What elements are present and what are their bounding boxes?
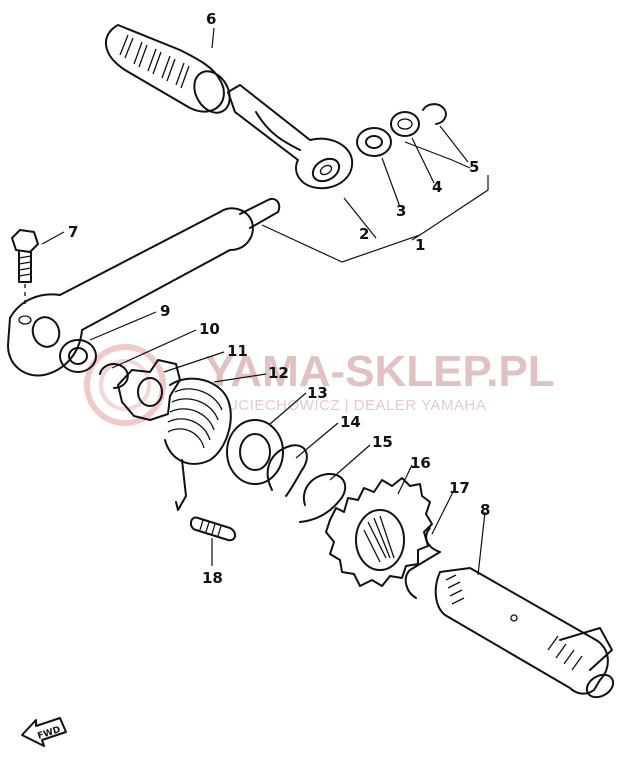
callout-17: 17	[449, 479, 470, 497]
bush-and-clip	[59, 339, 129, 389]
torsion-spring	[164, 377, 232, 511]
watermark-logo-text: YAMA-SKLEP.PL	[205, 347, 555, 396]
part-3-bush	[356, 127, 392, 157]
callouts: 6 5 4 3 2 1 7 9 10 11 12 13 14 15 16 17 …	[68, 10, 490, 587]
callout-8: 8	[480, 501, 490, 519]
callout-7: 7	[68, 223, 78, 241]
callout-1: 1	[415, 236, 425, 254]
part-5-clip	[422, 103, 447, 125]
callout-13: 13	[307, 384, 328, 402]
callout-6: 6	[206, 10, 216, 28]
washer-set	[356, 103, 447, 157]
callout-11: 11	[227, 342, 248, 360]
fwd-arrow: FWD	[21, 717, 67, 747]
callout-16: 16	[410, 454, 431, 472]
spring-washers	[226, 419, 347, 523]
kick-clip	[404, 527, 441, 599]
watermark: YAMA-SKLEP.PL UCIECHOWICZ | DEALER YAMAH…	[84, 344, 555, 426]
ratchet	[117, 359, 181, 421]
callout-10: 10	[199, 320, 220, 338]
callout-9: 9	[160, 302, 170, 320]
callout-3: 3	[396, 202, 406, 220]
watermark-logo-ring	[84, 344, 166, 426]
callout-12: 12	[268, 364, 289, 382]
kick-axle	[434, 567, 615, 699]
kick-grip	[104, 24, 231, 114]
callout-2: 2	[359, 225, 369, 243]
pin	[190, 516, 236, 542]
fwd-label: FWD	[36, 725, 61, 742]
callout-4: 4	[432, 178, 442, 196]
bolt	[11, 229, 39, 305]
callout-15: 15	[372, 433, 393, 451]
callout-18: 18	[202, 569, 223, 587]
kick-gear	[325, 477, 433, 587]
watermark-sub-text: UCIECHOWICZ | DEALER YAMAHA	[227, 397, 486, 414]
part-4-washer	[390, 111, 420, 137]
leader-lines	[41, 27, 489, 576]
kick-lever	[7, 198, 281, 377]
callout-5: 5	[469, 158, 479, 176]
kick-crank-arm	[227, 84, 354, 190]
callout-14: 14	[340, 413, 361, 431]
